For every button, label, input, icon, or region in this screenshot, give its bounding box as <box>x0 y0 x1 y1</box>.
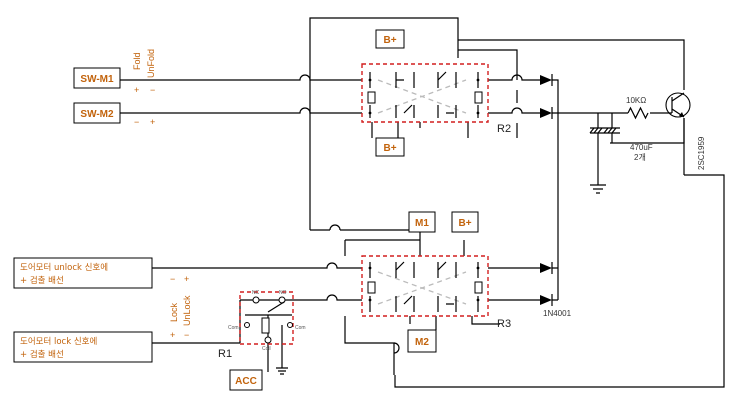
bplus-bottom-box <box>451 211 479 233</box>
unlock-note-line2: + 검출 배선 <box>20 275 64 286</box>
r1-com1-terminal <box>244 322 250 328</box>
lock-plus: + <box>170 330 175 340</box>
unlock-plus: + <box>184 274 189 284</box>
lock-wire <box>152 294 362 344</box>
unlock-note-box <box>13 257 153 289</box>
r1-coil-terminal <box>264 336 272 344</box>
r2-contacts <box>369 71 479 118</box>
r3-coil-right <box>474 281 483 294</box>
hop2 <box>393 342 400 354</box>
unlock-wire <box>152 262 362 269</box>
r1-nc-label: NC <box>252 290 260 296</box>
relay-pin-dots <box>368 78 480 302</box>
fold-label: Fold <box>132 52 142 70</box>
bplus-mid-box <box>375 137 405 157</box>
sw-m2-box <box>73 102 121 124</box>
fold-plus: + <box>134 85 139 95</box>
lock-note-line2: + 검출 배선 <box>20 349 64 360</box>
r1-com1-label: Com <box>228 325 239 331</box>
r1-no-terminal <box>278 296 286 304</box>
sw-m1-wire <box>120 74 362 81</box>
r1-coil-label: Coil <box>262 346 271 352</box>
m2-box <box>407 329 437 353</box>
r3-coil-left <box>367 281 376 294</box>
ground-symbol-1 <box>590 184 606 194</box>
sw-m1-label: SW-M1 <box>80 74 114 85</box>
resistor-label: 10KΩ <box>626 96 646 105</box>
r3-top-wires <box>419 240 465 256</box>
relay-r3-label: R3 <box>497 318 511 330</box>
acc-box <box>229 369 263 391</box>
fold-minus: − <box>150 85 155 95</box>
r3-top-left <box>344 239 420 256</box>
collector-wire <box>458 39 685 90</box>
diode-d2 <box>540 107 553 119</box>
r3-diode-bus <box>552 267 558 301</box>
r1-no-label: NO <box>279 290 287 296</box>
unfold-label: UnFold <box>146 49 156 78</box>
unlock-label: UnLock <box>182 295 192 326</box>
lock-minus: − <box>184 330 189 340</box>
diode-label: 1N4001 <box>543 309 572 318</box>
diode-d3 <box>540 262 553 274</box>
r2-lower-stubs <box>371 122 469 138</box>
ground-symbol-2 <box>276 367 288 375</box>
r2-crossing <box>377 79 467 114</box>
r2-right-trunk <box>458 49 518 138</box>
m2-label: M2 <box>415 337 429 348</box>
bplus-top-box <box>375 29 405 49</box>
transistor-label: 2SC1959 <box>697 136 706 170</box>
r3-crossing <box>377 271 467 305</box>
unlock-note-line1: 도어모터 unlock 신호에 <box>20 262 108 273</box>
unlock-minus: − <box>170 274 175 284</box>
sw-m1-box <box>73 67 121 89</box>
r1-switch-arm <box>267 301 285 313</box>
bplus-mid-label: B+ <box>383 143 396 154</box>
resistor-10k <box>627 106 649 120</box>
r3-contacts <box>369 261 479 312</box>
r1-com2-label: Com <box>295 325 306 331</box>
unfold-minus: − <box>134 117 139 127</box>
diode-d4 <box>540 294 553 306</box>
r2-out2 <box>488 107 540 114</box>
relay-r2-label: R2 <box>497 123 511 135</box>
emitter-wire <box>610 118 685 144</box>
r1-nc-terminal <box>252 296 260 304</box>
acc-label: ACC <box>235 376 257 387</box>
top-loop-wire <box>309 17 459 80</box>
unfold-plus: + <box>150 117 155 127</box>
bplus-top-label: B+ <box>383 35 396 46</box>
diode-bus <box>552 79 559 300</box>
hop <box>329 224 341 231</box>
diode-d1 <box>540 74 553 86</box>
r2-out1 <box>488 74 540 81</box>
transistor-2sc1959 <box>665 92 691 118</box>
left-bus-wire <box>309 80 420 231</box>
r1-coil <box>261 317 270 334</box>
r3-bottom-wires <box>344 316 500 375</box>
relay-r1-label: R1 <box>218 348 232 360</box>
r1-com2-terminal <box>287 322 293 328</box>
lock-note-line1: 도어모터 lock 신호에 <box>20 336 97 347</box>
lock-label: Lock <box>169 302 179 322</box>
return-loop <box>394 174 725 388</box>
m1-box <box>408 211 436 233</box>
sw-m2-wire <box>120 107 362 114</box>
relay-r1-outline <box>239 291 294 345</box>
relay-r3-outline <box>361 255 489 317</box>
capacitor-label: 470uF <box>630 143 653 152</box>
capacitor-count-label: 2개 <box>634 152 646 162</box>
r2-coil-right <box>474 91 483 104</box>
sw-m2-label: SW-M2 <box>80 109 114 120</box>
r2-coil-left <box>367 91 376 104</box>
relay-r2-outline <box>361 63 489 123</box>
m1-label: M1 <box>415 218 429 229</box>
capacitors-470uf <box>589 113 620 143</box>
bplus-bottom-label: B+ <box>458 218 471 229</box>
lock-note-box <box>13 331 153 363</box>
